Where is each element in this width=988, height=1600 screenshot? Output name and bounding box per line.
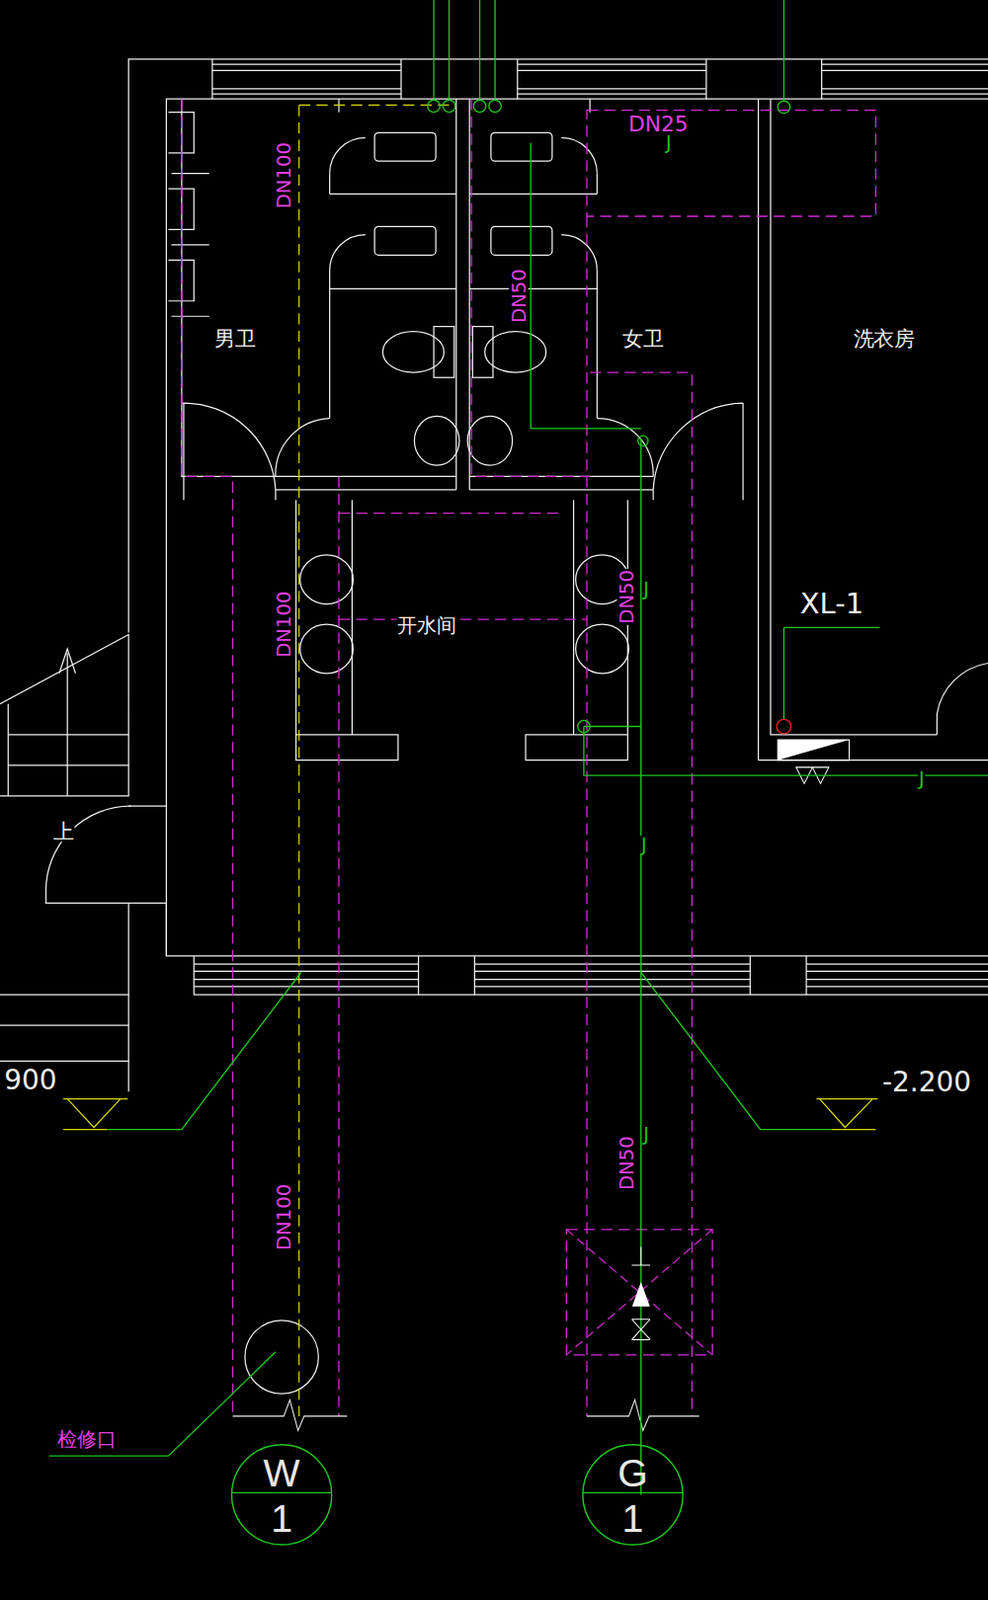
room-label: 洗衣房 xyxy=(852,329,916,350)
pipe-system-letter: G xyxy=(581,1454,684,1493)
access-port xyxy=(245,1320,319,1395)
room-label: XL-1 xyxy=(799,589,865,619)
pipe-number: 1 xyxy=(230,1499,332,1539)
room-label: 上 xyxy=(52,822,76,843)
pipe-size-label: DN50 xyxy=(616,569,637,626)
pipe-code-mark: J xyxy=(642,580,651,600)
pipe-size-label: DN100 xyxy=(273,141,294,210)
pipe-size-label: DN25 xyxy=(627,113,690,136)
pipe-index-circle: G1 xyxy=(581,1444,684,1547)
room-label: 女卫 xyxy=(621,329,664,350)
pipe-number: 1 xyxy=(581,1499,684,1539)
pipe-size-label: DN50 xyxy=(616,1135,637,1192)
pipe-code-mark: J xyxy=(664,133,673,153)
pipe-size-label: DN100 xyxy=(273,1183,294,1252)
room-label: 男卫 xyxy=(213,329,256,350)
room-label: 900 xyxy=(2,1066,58,1094)
room-label: 开水间 xyxy=(396,615,457,636)
pipe-code-mark: J xyxy=(642,1125,651,1145)
pipe-code-mark: J xyxy=(640,835,649,855)
pipe-size-label: DN50 xyxy=(508,267,529,325)
pipe-index-circle: W1 xyxy=(230,1444,332,1547)
pipe-system-letter: W xyxy=(230,1454,332,1493)
pipe-size-label: 检修口 xyxy=(56,1430,117,1451)
pipe-size-label: DN100 xyxy=(273,590,294,659)
room-label: -2.200 xyxy=(881,1068,973,1096)
pipe-code-mark: J xyxy=(917,770,926,790)
